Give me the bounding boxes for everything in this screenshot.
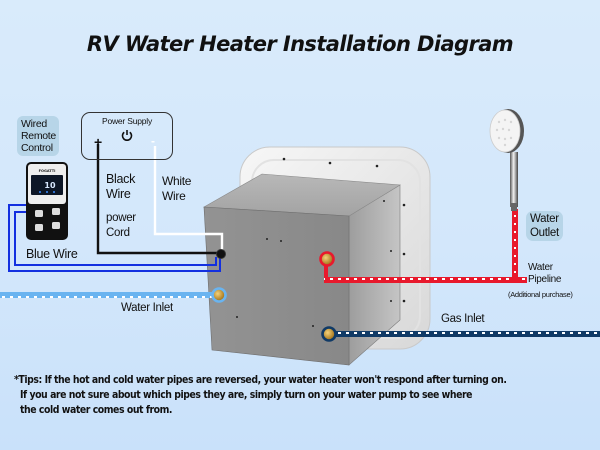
remote-mode-button[interactable]	[35, 224, 43, 231]
plus-terminal: +	[94, 134, 103, 150]
remote-label-line3: Control	[21, 142, 53, 154]
water-pipeline-label-line2: Pipeline	[528, 274, 562, 285]
wired-remote-control-device: FOGATTI 10	[26, 162, 68, 240]
remote-label-line2: Remote	[21, 130, 56, 142]
remote-display: 10	[44, 181, 56, 190]
water-inlet-label: Water Inlet	[121, 302, 173, 314]
blue-wire-label: Blue Wire	[26, 247, 78, 261]
remote-power-button[interactable]	[35, 210, 43, 217]
tips-line1: *Tips: If the hot and cold water pipes a…	[14, 374, 507, 386]
black-wire-label: Black Wire	[106, 172, 135, 202]
wire-terminal	[216, 249, 226, 259]
white-wire	[153, 146, 224, 252]
power-supply-title: Power Supply	[101, 116, 153, 126]
blue-wire	[8, 204, 221, 272]
tips-line3: the cold water comes out from.	[20, 404, 173, 416]
gas-inlet-label: Gas Inlet	[441, 313, 485, 325]
tips-line2: If you are not sure about which pipes th…	[20, 389, 473, 401]
water-outlet-label-line2: Outlet	[530, 227, 559, 239]
power-icon	[121, 130, 133, 141]
water-outlet-label: Water Outlet	[526, 211, 563, 241]
remote-label-line1: Wired	[21, 118, 47, 130]
water-pipeline-label-line1: Water	[528, 262, 553, 273]
black-wire	[96, 144, 220, 255]
power-supply-box: Power Supply + -	[81, 112, 173, 160]
white-wire-label-line1: White	[162, 174, 192, 188]
white-wire-label: White Wire	[162, 174, 191, 204]
water-pipeline-note: (Additional purchase)	[508, 290, 573, 299]
shower-head-icon	[489, 109, 524, 211]
remote-control-label: Wired Remote Control	[17, 116, 59, 156]
power-cord-label-line2: Cord	[106, 227, 130, 239]
minus-terminal: -	[151, 134, 155, 148]
white-wire-label-line2: Wire	[162, 189, 186, 203]
remote-brand: FOGATTI	[39, 169, 56, 173]
page-title: RV Water Heater Installation Diagram	[86, 32, 514, 56]
water-inlet-pipe	[0, 287, 227, 303]
remote-down-button[interactable]	[52, 222, 60, 229]
black-wire-label-line1: Black	[106, 172, 136, 186]
remote-up-button[interactable]	[52, 208, 60, 215]
water-heater-unit	[202, 173, 401, 366]
power-cord-label-line1: power	[106, 212, 136, 224]
black-wire-label-line2: Wire	[106, 187, 131, 201]
water-pipeline-label: Water Pipeline	[528, 262, 561, 286]
tips-text: *Tips: If the hot and cold water pipes a…	[14, 373, 594, 418]
water-outlet-label-line1: Water	[530, 213, 559, 225]
power-cord-label: power Cord	[106, 211, 136, 241]
water-outlet-pipe	[319, 209, 527, 283]
gas-inlet-pipe	[321, 326, 600, 342]
